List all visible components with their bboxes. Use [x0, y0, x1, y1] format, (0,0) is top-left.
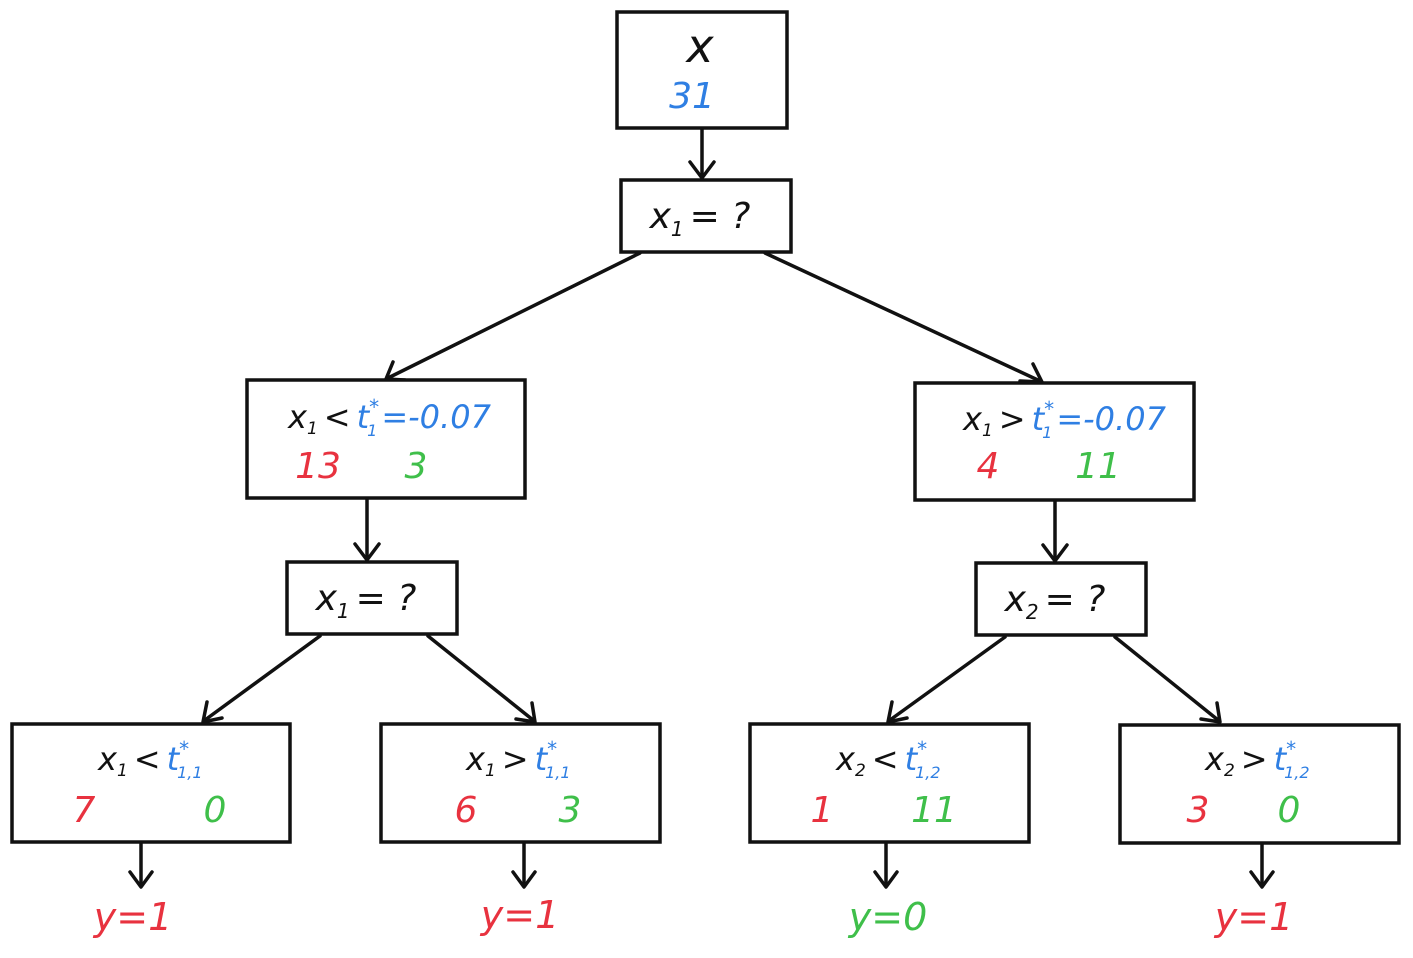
leaf-green-count: 11: [911, 790, 957, 831]
leaf-red-count: 3: [1187, 790, 1210, 831]
leaf-node-left-a: x1<t*1,1 7 0: [10, 722, 292, 844]
leaf-node-right-b: x2>t*1,2 3 0: [1118, 723, 1401, 845]
arrowhead: [514, 701, 537, 724]
arrowhead: [128, 870, 154, 889]
right-red-count: 4: [977, 446, 1000, 487]
leaf-node-left-b: x1>t*1,1 6 3: [379, 722, 662, 844]
edge-rightsplit-to-leafa: [888, 635, 1007, 722]
split-node-left: x1= ?: [285, 560, 459, 636]
leaf-node-right-a: x2<t*1,2 1 11: [748, 722, 1031, 844]
leaf-condition: x1>t*1,1: [465, 737, 571, 782]
edge-split-to-left: [386, 251, 642, 380]
edge-leftsplit-to-leafb: [426, 634, 535, 722]
output-label-left-b: y=1: [480, 893, 560, 937]
leaf-red-count: 7: [73, 790, 96, 831]
leaf-condition: x1<t*1,1: [97, 737, 203, 782]
output-label-right-a: y=0: [848, 895, 928, 939]
arrowhead: [688, 160, 716, 180]
arrowhead: [511, 870, 537, 889]
leaf-green-count: 0: [1278, 790, 1301, 831]
root-node: x 31: [615, 10, 789, 130]
right-green-count: 11: [1075, 446, 1121, 487]
split-node-right: x2= ?: [974, 561, 1148, 637]
split-label: x1= ?: [649, 196, 751, 241]
leaf-condition: x2>t*1,2: [1204, 737, 1310, 782]
right-condition: x1>t*1=-0.07: [962, 397, 1167, 442]
leaf-condition: x2<t*1,2: [835, 737, 941, 782]
leaf-green-count: 0: [204, 790, 227, 831]
left-green-count: 3: [405, 446, 428, 487]
split-node-root: x1= ?: [619, 178, 793, 254]
left-condition: x1<t*1=-0.07: [287, 395, 492, 440]
arrowhead: [1249, 870, 1275, 889]
edge-rightsplit-to-leafb: [1113, 635, 1220, 722]
arrowhead: [353, 542, 381, 562]
arrowhead: [1041, 543, 1069, 563]
right-branch-node: x1>t*1=-0.07 4 11: [913, 381, 1196, 502]
edge-split-to-right: [763, 251, 1042, 383]
arrowhead: [1199, 701, 1222, 724]
root-count: 31: [669, 76, 715, 117]
leaf-red-count: 1: [811, 790, 834, 831]
split-label: x1= ?: [315, 578, 417, 623]
leaf-red-count: 6: [455, 790, 478, 831]
split-label: x2= ?: [1004, 579, 1106, 624]
edge-leftsplit-to-leafa: [203, 634, 322, 722]
root-var: x: [684, 19, 714, 73]
output-label-right-b: y=1: [1214, 895, 1294, 939]
left-branch-node: x1<t*1=-0.07 13 3: [245, 378, 527, 500]
arrowhead: [873, 870, 899, 889]
leaf-green-count: 3: [559, 790, 582, 831]
arrowhead: [201, 700, 224, 724]
arrowhead: [886, 700, 909, 724]
left-red-count: 13: [295, 446, 341, 487]
output-label-left-a: y=1: [93, 895, 173, 939]
